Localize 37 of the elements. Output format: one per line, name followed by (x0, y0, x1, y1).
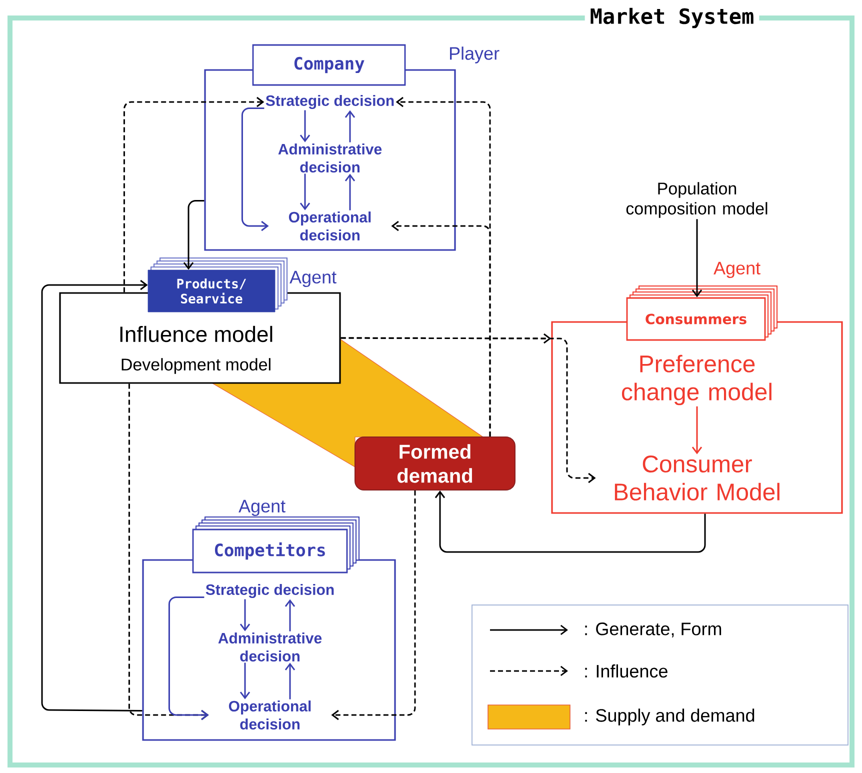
arrow (692, 406, 702, 454)
legend-text: : Influence (585, 664, 668, 678)
decision-text: Administrative decision (218, 632, 322, 662)
dashed-arrow (331, 490, 416, 720)
arrow (240, 599, 250, 632)
arrow (284, 599, 296, 632)
dashed-arrow (340, 337, 596, 484)
arrow (183, 200, 204, 270)
arrow (241, 107, 269, 232)
agent-label: Agent (714, 262, 760, 278)
decision-text: Operational decision (228, 700, 311, 730)
decision-text: Administrative decision (278, 144, 382, 172)
agent-label: Player (450, 46, 500, 64)
decision-text: Operational decision (288, 212, 371, 240)
agent-label: Agent (238, 500, 286, 516)
legend-text: : Generate, Form (585, 622, 722, 638)
decision-text: Strategic decision (266, 94, 394, 110)
agent-box: Products/ Searvice (148, 258, 288, 312)
demand-box: Formed demand (354, 436, 516, 490)
dashed-arrow (123, 96, 264, 292)
arrow (344, 174, 356, 210)
decision-text: Strategic decision (206, 584, 334, 598)
arrow (344, 110, 356, 142)
arrow (240, 662, 250, 700)
model-text: Preference change model (622, 354, 772, 406)
arrow (300, 174, 310, 210)
agent-label: Agent (290, 270, 336, 288)
arrow (41, 280, 148, 712)
arrow (284, 662, 296, 700)
model-text: Population composition model (626, 182, 768, 218)
legend-text: : Supply and demand (585, 708, 754, 726)
arrow (300, 110, 310, 142)
arrow (434, 490, 706, 553)
dashed-arrow (391, 220, 491, 436)
arrow (692, 219, 702, 298)
arrow (168, 596, 209, 720)
model-text: Consumer Behavior Model (614, 456, 780, 500)
